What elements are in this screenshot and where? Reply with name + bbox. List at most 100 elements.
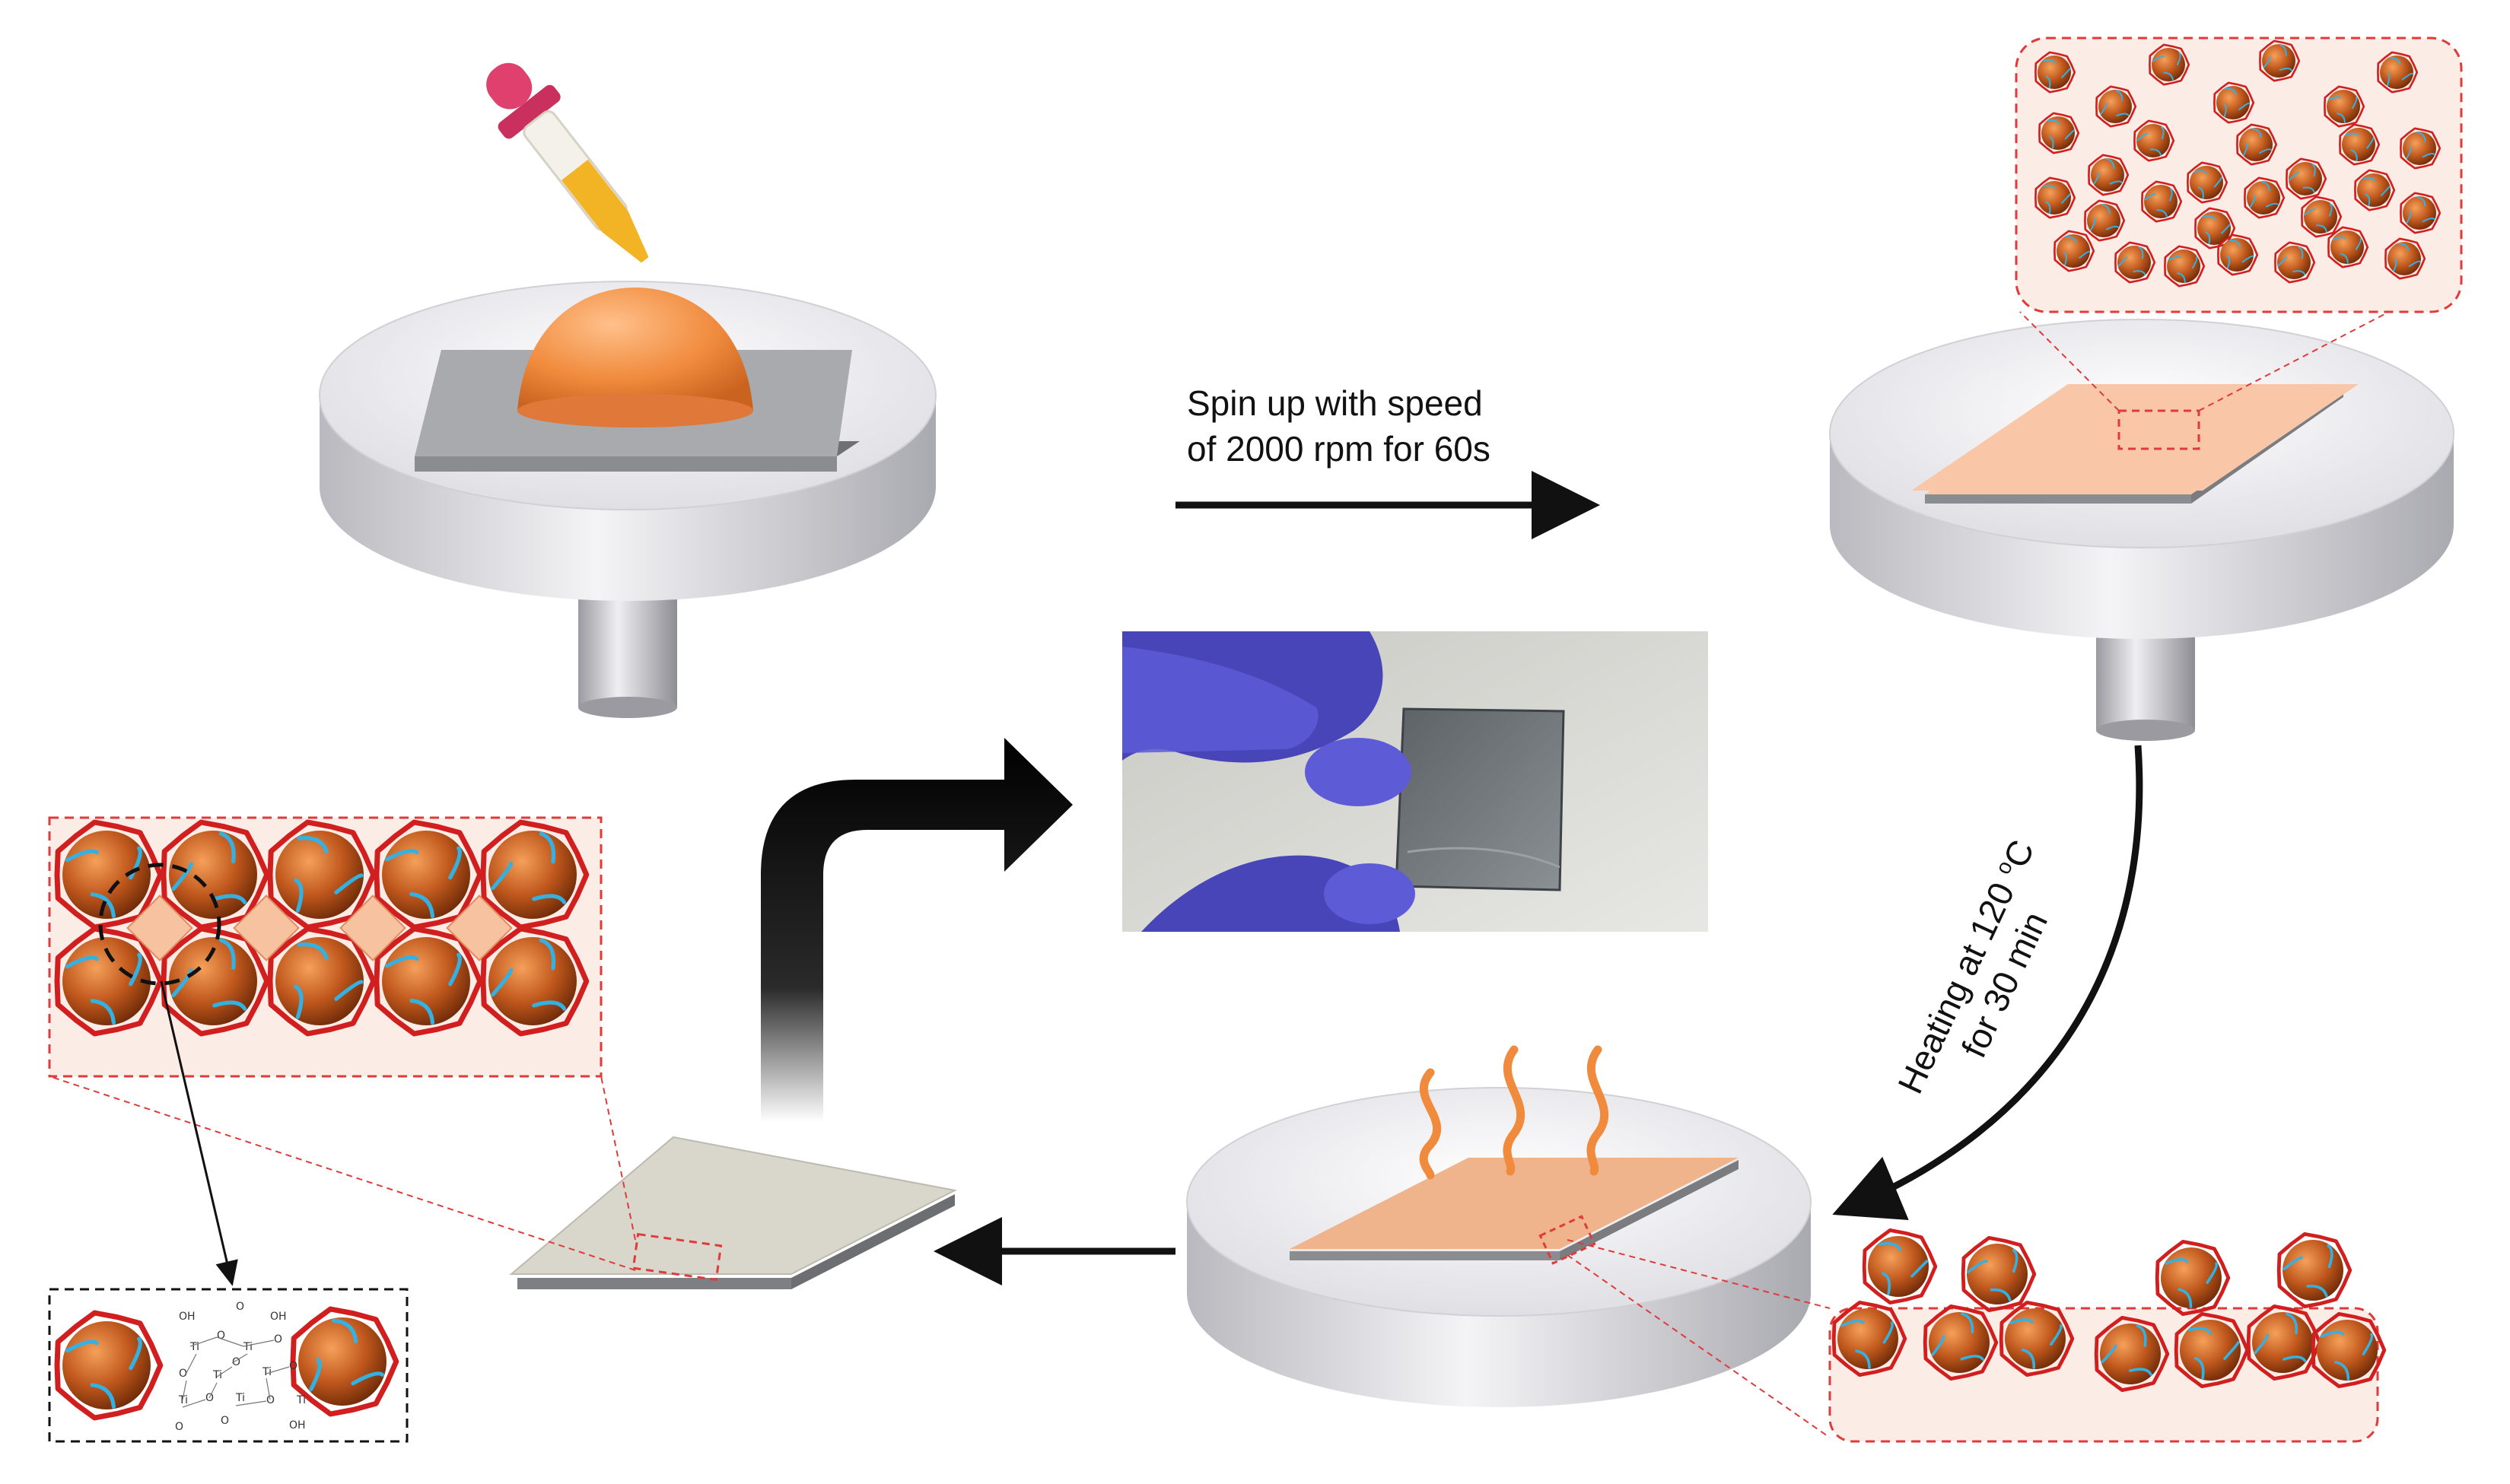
nanoparticle: [1923, 1304, 1999, 1381]
big-bent-arrow: [761, 738, 1073, 1122]
chem-atom-label: O: [179, 1368, 187, 1380]
chem-atom-label: OH: [289, 1419, 306, 1432]
chem-bond: [189, 1336, 218, 1347]
chem-bond: [266, 1366, 290, 1374]
nanoparticle: [2301, 195, 2343, 238]
chem-atom-label: OH: [179, 1311, 196, 1323]
nanoparticle: [161, 926, 270, 1037]
tiox-filler: [233, 895, 300, 961]
chem-atom-label: Ti: [296, 1394, 306, 1406]
chem-atom-label: O: [266, 1394, 275, 1406]
nanoparticle: [2114, 241, 2156, 284]
chem-atom-label: Ti: [235, 1392, 245, 1404]
chem-particle-group: [54, 1306, 399, 1421]
chem-bond: [182, 1380, 187, 1400]
inset-dispersed-nanoparticles: [2015, 37, 2463, 313]
chem-bond: [235, 1400, 267, 1406]
chem-bond: [243, 1339, 275, 1347]
inset-stacked-nanoparticles: [1828, 1228, 2387, 1443]
nanoparticle: [2286, 157, 2327, 200]
final-coated-substrate: [509, 1136, 958, 1275]
spinner-2-shaft: [2096, 624, 2195, 730]
film-zoom-marker: [2117, 409, 2200, 450]
heating-step-arrow: [1832, 745, 2143, 1220]
dropper-icon: [486, 62, 649, 263]
chem-atom-label: OH: [270, 1311, 287, 1323]
nanoparticle: [480, 819, 590, 930]
nanoparticle: [54, 819, 164, 930]
nanoparticle: [2149, 43, 2190, 86]
nanoparticle: [374, 926, 483, 1037]
nanoparticle: [2384, 237, 2426, 280]
dispersed-particle-group: [2034, 40, 2442, 288]
stacked-particle-group: [1831, 1228, 2387, 1392]
nanoparticle: [267, 926, 377, 1037]
chem-atom-label: O: [289, 1360, 297, 1372]
spin-step-line1: Spin up with speed: [1187, 383, 1483, 423]
nanoparticle: [2311, 1312, 2387, 1388]
nanoparticle: [2324, 85, 2365, 128]
tiox-filler: [339, 895, 406, 961]
spin-step-line2: of 2000 rpm for 60s: [1187, 429, 1490, 469]
nanoparticle: [2164, 245, 2206, 288]
chem-atom-label: Ti: [189, 1341, 199, 1353]
nanoparticle: [2133, 119, 2175, 162]
chem-atom-label: O: [217, 1330, 225, 1342]
interparticle-highlight: [98, 863, 221, 986]
nanoparticle: [2174, 1312, 2250, 1388]
heated-film-zoom-marker: [1538, 1215, 1596, 1265]
packed-particle-group: [54, 819, 590, 1037]
nanoparticle: [54, 1310, 164, 1421]
nanoparticle: [2276, 1232, 2353, 1308]
chem-bond: [216, 1336, 244, 1347]
nanoparticle: [2155, 1240, 2231, 1316]
nanoparticle: [54, 926, 164, 1037]
nanoparticle: [2084, 199, 2126, 242]
nanoparticle: [2094, 1316, 2170, 1392]
nanoparticle: [2236, 123, 2278, 166]
sample-photo: [1122, 631, 1708, 932]
nanoparticle: [2259, 40, 2301, 82]
chem-atom-label: O: [232, 1356, 240, 1368]
spin-coater-1: [319, 281, 937, 718]
nanoparticle: [2244, 176, 2286, 219]
nanoparticle: [161, 819, 270, 930]
nanoparticle: [290, 1306, 399, 1417]
chem-atom-label: O: [274, 1333, 282, 1346]
spin-step-label: Spin up with speed of 2000 rpm for 60s: [1187, 380, 1490, 472]
nanoparticle: [2339, 123, 2381, 166]
tiox-filler: [446, 895, 513, 961]
heat-waves-icon: [1419, 1045, 1609, 1180]
nanoparticle: [2034, 51, 2076, 94]
substrate-1: [415, 456, 837, 472]
spin-coater-2: [1829, 311, 2454, 741]
nanoparticle: [2088, 154, 2130, 196]
chem-atom-label: O: [236, 1301, 244, 1313]
precursor-droplet: [517, 288, 753, 411]
chem-atom-label: Ti: [262, 1366, 272, 1378]
chemistry-zoom-arrow: [160, 980, 238, 1286]
chem-bond: [266, 1378, 271, 1400]
wafer-sample: [1395, 707, 1565, 891]
chem-bond: [182, 1399, 206, 1408]
nanoparticle: [2246, 1304, 2322, 1381]
chem-atom-label: O: [175, 1421, 183, 1433]
final-film-zoom-marker: [631, 1232, 723, 1282]
final-film: [49, 1076, 958, 1289]
nanoparticle: [2327, 226, 2369, 269]
nanoparticle: [2038, 112, 2080, 154]
heated-film: [1290, 1158, 1739, 1249]
nanoparticle: [2213, 81, 2255, 124]
nanoparticle: [2354, 169, 2396, 211]
chem-atom-label: Ti: [212, 1369, 222, 1381]
nanoparticle: [2377, 51, 2419, 94]
nanoparticle: [2217, 234, 2259, 276]
nanoparticle: [2400, 192, 2442, 234]
nanoparticle: [2274, 241, 2316, 284]
inset-packed-nanoparticles: [48, 816, 603, 1078]
hot-plate: [1186, 1045, 1831, 1438]
